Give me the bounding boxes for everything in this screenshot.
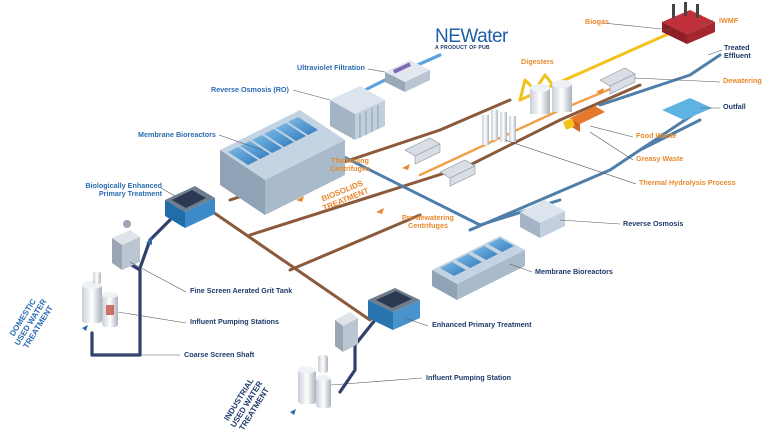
label-iwmf: IWMF [719,16,739,25]
label-biogas: Biogas [585,17,609,26]
newater-logo: NEWater A PRODUCT OF PUB [435,26,508,51]
label-treated-line-1: Treated [724,43,750,52]
label-membrane-bioreactors-top: Membrane Bioreactors [138,130,216,139]
iwmf-building [662,2,715,44]
arrow-domestic-inlet [82,325,88,331]
dewatering-unit [599,67,636,95]
digesters [530,80,572,114]
sludge-cross-line [288,213,422,272]
bio-enhanced-primary-tank [165,186,215,228]
label-coarse-screen-shaft: Coarse Screen Shaft [184,350,255,359]
newater-tagline: A PRODUCT OF PUB [435,45,490,51]
industrial-grit-tank [335,312,358,352]
arrow-domestic-in [146,237,152,245]
label-food-waste: Food Waste [636,131,677,140]
label-predewatering-centrifuges: Pre-dewatering Centrifuges [402,213,454,231]
label-predewatering-line-2: Centrifuges [408,221,448,231]
label-fine-screen-grit-tank: Fine Screen Aerated Grit Tank [190,286,293,295]
label-dewatering: Dewatering [723,76,762,85]
label-thickening-line-2: Centrifuges [330,164,370,174]
effluent-top-line [598,53,722,107]
label-digesters: Digesters [521,57,554,66]
label-bio-enhanced-line-1: Biologically Enhanced [85,181,162,190]
domestic-to-primary-pipe [138,218,172,270]
label-outfall: Outfall [723,102,746,111]
primary-sludge-line-1 [208,208,372,322]
predewatering-centrifuges [439,159,476,187]
fine-screen-grit-tank [112,220,140,270]
newater-wordmark: NEWater [435,26,508,47]
label-treated-effluent: Treated Effluent [724,43,751,61]
ultraviolet-filtration-unit [385,60,430,92]
label-bio-enhanced-primary: Biologically Enhanced Primary Treatment [50,181,162,199]
industrial-influent-tanks [298,355,331,408]
label-thermal-hydrolysis: Thermal Hydrolysis Process [639,178,736,187]
thickening-centrifuges [404,137,441,165]
label-reverse-osmosis: Reverse Osmosis [623,219,684,228]
effluent-main-line [468,108,702,232]
membrane-bioreactors-top [220,110,345,215]
label-predewatering-line-1: Pre-dewatering [402,213,454,222]
sludge-to-dewatering [558,83,642,122]
leader-lines [98,19,723,386]
thermal-hydrolysis-unit [482,110,516,145]
reverse-osmosis-ro-unit [330,86,385,140]
label-ultraviolet-filtration: Ultraviolet Filtration [297,63,365,72]
industrial-inflow-pipe [338,318,377,394]
domestic-influent-tanks [82,272,118,327]
label-enhanced-primary-treatment: Enhanced Primary Treatment [432,320,532,329]
enhanced-primary-treatment-tank [368,288,420,330]
arrow-industrial-inlet [290,409,296,415]
outfall-line [638,118,702,152]
reverse-osmosis-unit [520,200,565,238]
outfall-water [662,98,712,120]
label-treated-line-2: Effluent [724,51,751,61]
label-bio-enhanced-line-2: Primary Treatment [98,189,162,199]
label-membrane-bioreactors-bottom: Membrane Bioreactors [535,267,613,276]
flow-arrows [296,88,604,214]
membrane-bioreactors-bottom [432,236,525,300]
label-thickening-line-1: Thickening [330,156,369,165]
label-greasy-waste: Greasy Waste [636,154,684,163]
label-reverse-osmosis-ro: Reverse Osmosis (RO) [211,85,289,94]
label-influent-pumping-station: Influent Pumping Station [426,373,512,382]
waste-truck [563,106,605,132]
label-influent-pumping-stations: Influent Pumping Stations [190,317,280,326]
label-thickening-centrifuges: Thickening Centrifuges [330,156,370,174]
